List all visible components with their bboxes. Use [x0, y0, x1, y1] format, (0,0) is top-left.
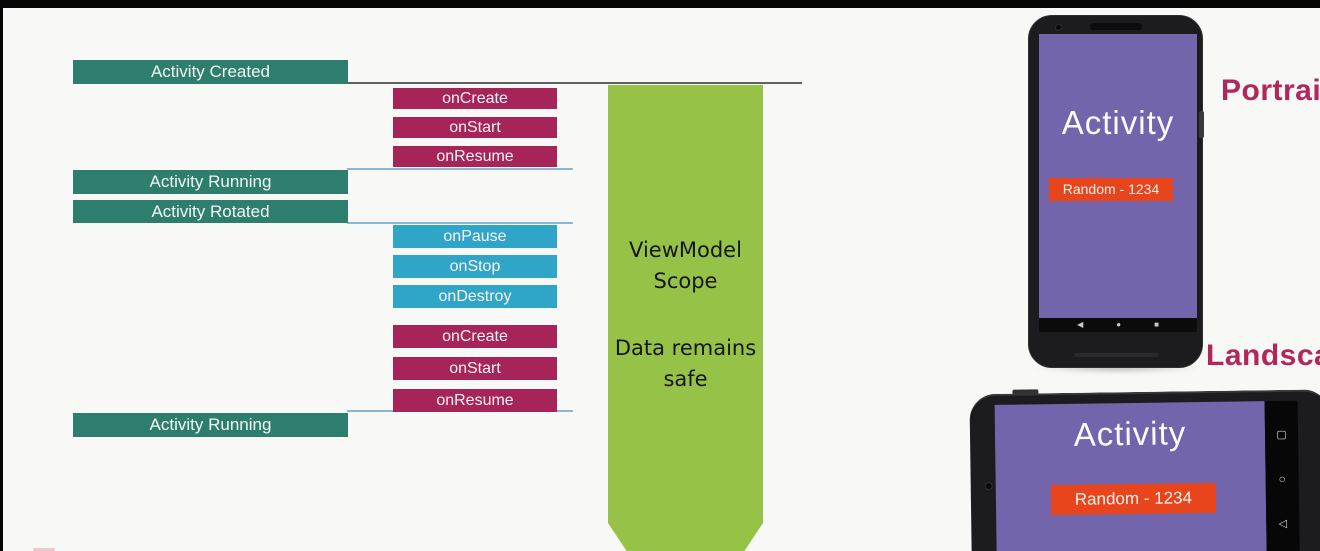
android-nav-bar: ◀ ● ■	[1039, 318, 1197, 332]
viewmodel-scope-arrow: ViewModel Scope Data remains safe	[608, 85, 763, 551]
callback-bar-onstop: onStop	[393, 255, 557, 278]
back-icon: ◀	[1077, 320, 1084, 329]
state-bar-activity-rotated: Activity Rotated	[73, 200, 348, 223]
connector-line-created	[347, 82, 802, 84]
callback-bar-onresume-2: onResume	[393, 389, 557, 412]
android-nav-bar: ▢ ○ ◁	[1264, 400, 1300, 551]
callback-bar-onresume: onResume	[393, 146, 557, 167]
cropped-logo-fragment	[33, 548, 55, 551]
random-button[interactable]: Random - 1234	[1050, 482, 1217, 516]
power-button	[1012, 389, 1039, 395]
home-icon: ○	[1278, 471, 1286, 486]
home-icon: ●	[1116, 320, 1122, 329]
landscape-phone: Activity Random - 1234 ▢ ○ ◁	[969, 389, 1320, 551]
back-icon: ◁	[1278, 517, 1288, 530]
callback-bar-onstart-2: onStart	[393, 357, 557, 380]
connector-line-rotated	[347, 222, 573, 224]
callback-bar-oncreate-2: onCreate	[393, 325, 557, 348]
portrait-label: Portrait	[1221, 74, 1320, 107]
letterbox-top-bar	[0, 0, 1320, 8]
state-bar-activity-created: Activity Created	[73, 60, 348, 84]
callback-bar-onstart: onStart	[393, 117, 557, 138]
bottom-speaker-slot	[1074, 353, 1159, 357]
state-bar-activity-running-2: Activity Running	[73, 413, 348, 437]
scope-subtitle: Data remains safe	[614, 336, 757, 391]
activity-title: Activity	[1073, 414, 1187, 453]
callback-bar-ondestroy: onDestroy	[393, 285, 557, 308]
scope-title: ViewModel Scope	[629, 238, 742, 293]
letterbox-left-bar	[0, 0, 3, 551]
front-camera	[1055, 24, 1062, 31]
phone-shadow	[1032, 363, 1202, 373]
state-bar-activity-running: Activity Running	[73, 170, 348, 194]
portrait-screen: Activity Random - 1234	[1039, 34, 1197, 318]
portrait-phone: Activity Random - 1234 ◀ ● ■	[1028, 15, 1204, 368]
landscape-screen: Activity Random - 1234	[994, 401, 1267, 551]
activity-title: Activity	[1061, 104, 1175, 141]
random-button[interactable]: Random - 1234	[1049, 178, 1173, 201]
power-button	[1199, 111, 1204, 138]
recents-icon: ■	[1154, 320, 1159, 329]
callback-bar-oncreate: onCreate	[393, 88, 557, 109]
earpiece-speaker	[1090, 23, 1142, 30]
front-camera	[984, 481, 993, 491]
connector-line-running	[347, 168, 573, 170]
callback-bar-onpause: onPause	[393, 225, 557, 248]
landscape-label: Landscape	[1206, 339, 1320, 372]
recents-icon: ▢	[1276, 428, 1287, 442]
